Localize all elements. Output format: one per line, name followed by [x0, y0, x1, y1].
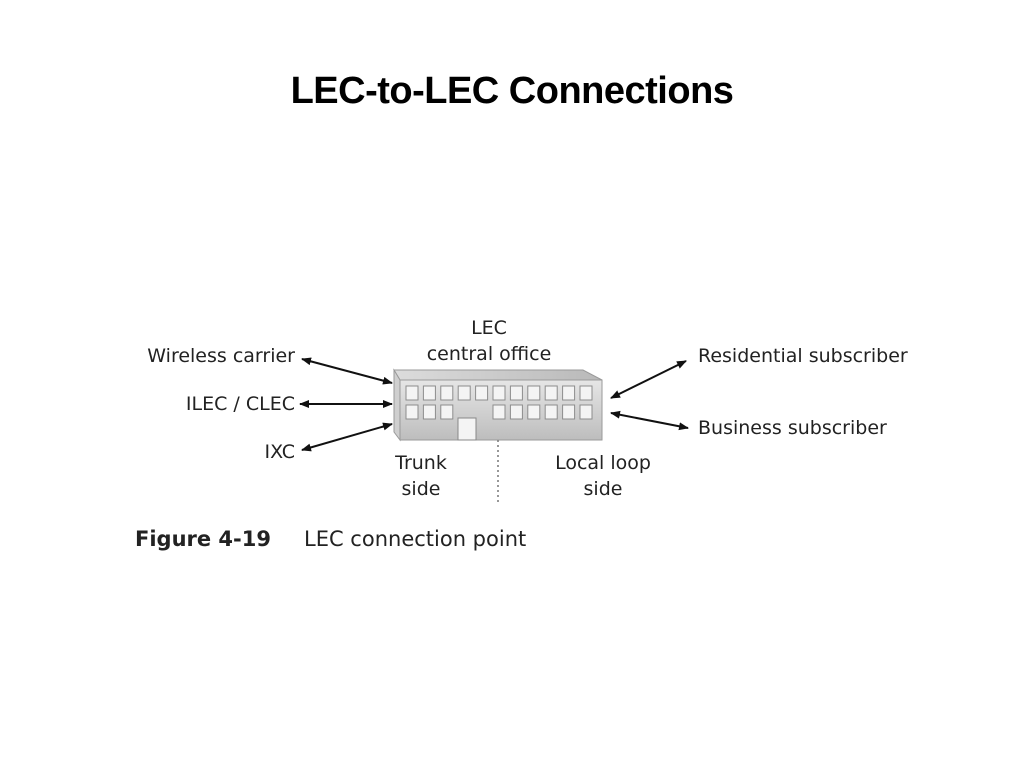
arrow-wireless-carrier	[301, 357, 393, 385]
building-window	[405, 404, 419, 420]
building-window	[562, 404, 576, 420]
building-windows	[405, 385, 593, 420]
local-loop-side-label-line1: Local loop	[555, 452, 651, 474]
building-window	[405, 385, 419, 401]
figure-number: Figure 4-19	[135, 527, 271, 551]
building-roof	[393, 369, 603, 381]
building-window	[440, 404, 454, 420]
building-window	[509, 404, 523, 420]
building-window	[527, 385, 541, 401]
building-window	[492, 404, 506, 420]
building-window	[562, 385, 576, 401]
building-window	[440, 385, 454, 401]
building-window	[457, 385, 471, 401]
building-window	[579, 385, 593, 401]
slide-title: LEC-to-LEC Connections	[290, 70, 734, 112]
building-window	[492, 385, 506, 401]
central-office-building-icon	[393, 368, 603, 442]
trunk-side-label-line1: Trunk	[394, 452, 447, 474]
building-window	[422, 385, 436, 401]
figure-caption: LEC connection point	[304, 527, 526, 551]
residential-subscriber-label: Residential subscriber	[698, 345, 908, 367]
building-side	[393, 368, 401, 442]
building-window	[527, 404, 541, 420]
building-window	[509, 385, 523, 401]
trunk-side-label-line2: side	[402, 478, 441, 500]
wireless-carrier-label: Wireless carrier	[147, 345, 295, 367]
central-office-label-line1: LEC	[471, 317, 507, 339]
arrow-business-subscriber	[610, 410, 689, 431]
building-window	[579, 404, 593, 420]
building-window	[422, 404, 436, 420]
local-loop-side-label-line2: side	[584, 478, 623, 500]
building-window	[544, 385, 558, 401]
building-window	[544, 404, 558, 420]
ilec-clec-label: ILEC / CLEC	[186, 393, 295, 415]
arrow-ixc	[301, 422, 393, 452]
ixc-label: IXC	[264, 441, 295, 463]
business-subscriber-label: Business subscriber	[698, 417, 887, 439]
central-office-label-line2: central office	[427, 343, 552, 365]
building-window	[475, 385, 489, 401]
building-door	[457, 417, 477, 441]
arrow-residential-subscriber	[610, 360, 687, 399]
